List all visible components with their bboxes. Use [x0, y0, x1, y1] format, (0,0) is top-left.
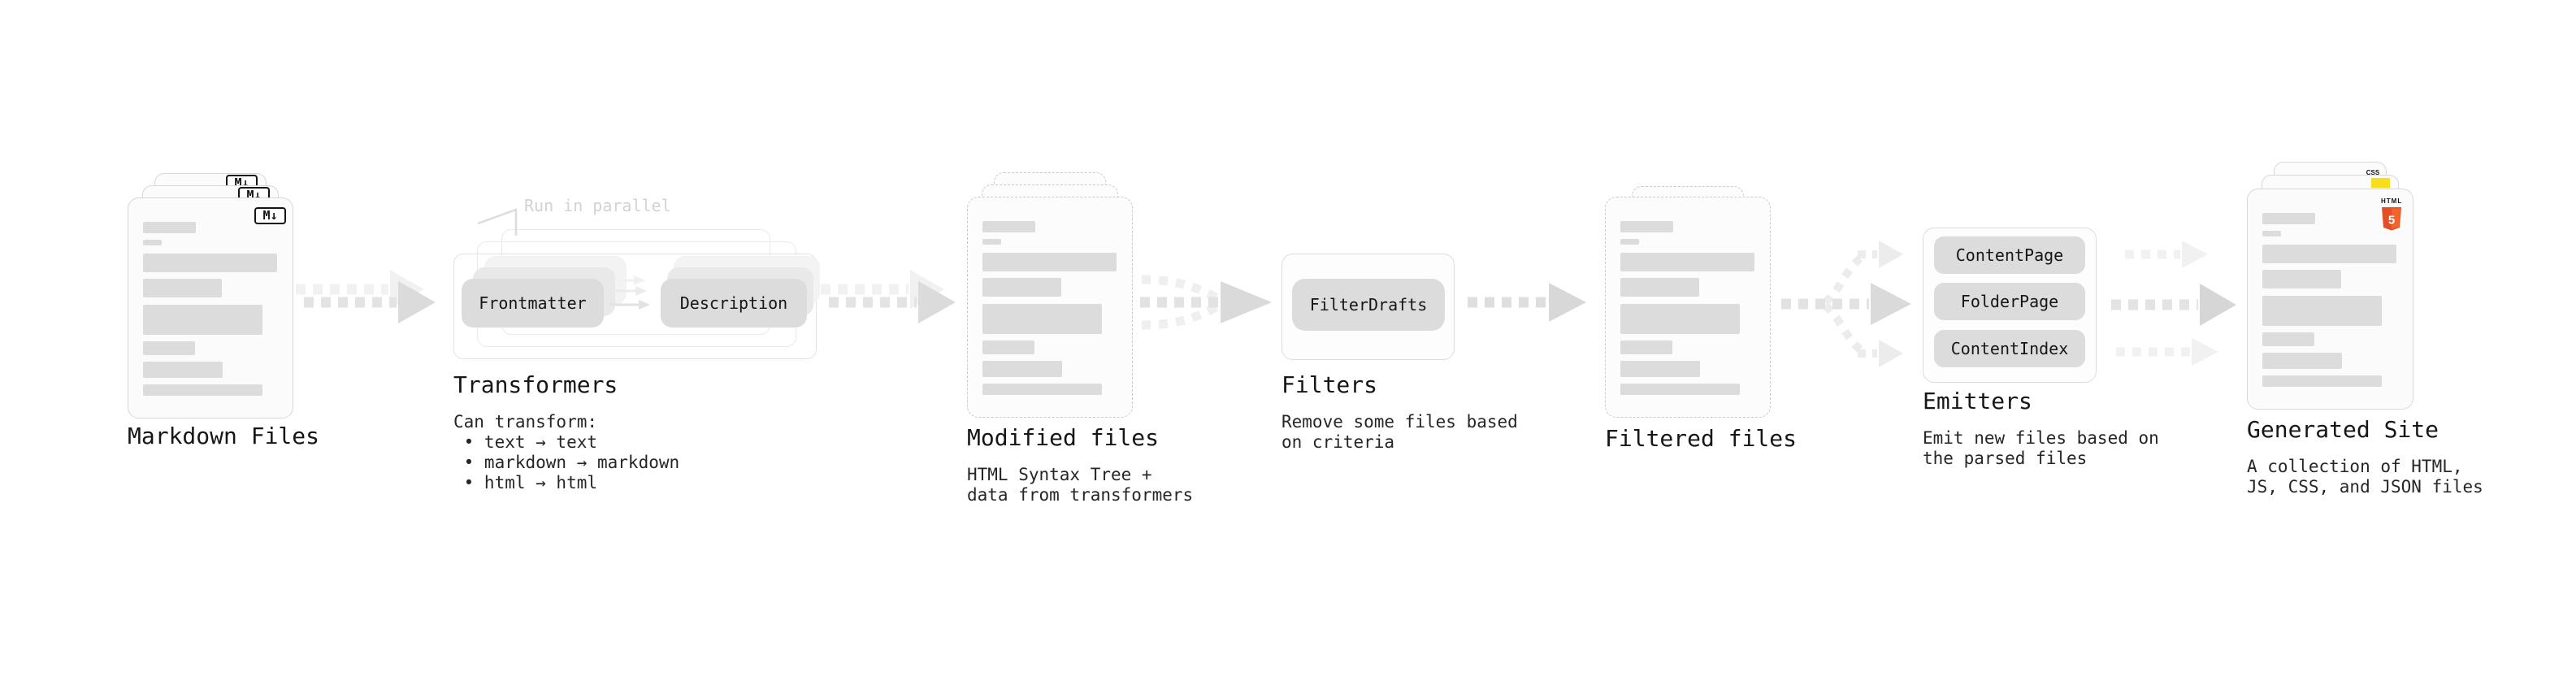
filtered-file-card [1605, 197, 1771, 418]
transformers-frame-front [453, 254, 817, 359]
skeleton-line [1620, 340, 1672, 354]
arrows-emitters-to-generated [2111, 241, 2236, 366]
skeleton-line [982, 340, 1034, 354]
skeleton-line [982, 221, 1035, 232]
skeleton-line [143, 362, 223, 378]
skeleton-line [1620, 361, 1700, 377]
arrow-transformers-to-modified [821, 270, 956, 323]
emitters-description: Emit new files based on the parsed files [1923, 428, 2159, 468]
filterdrafts-button: FilterDrafts [1292, 279, 1445, 331]
skeleton-line [143, 222, 196, 233]
arrow-filters-to-filtered [1468, 283, 1586, 322]
skeleton-line [143, 240, 162, 245]
transformers-description: Can transform: • text → text • markdown … [453, 412, 680, 492]
parallel-arrows-icon [609, 275, 650, 310]
description-button: Description [661, 279, 807, 327]
skeleton-line [2262, 245, 2396, 263]
modified-files-stack [967, 172, 1133, 418]
markdown-icon: M↓ [254, 207, 286, 224]
filters-description: Remove some files based on criteria [1281, 412, 1518, 452]
skeleton-line [143, 254, 277, 272]
skeleton-line [2262, 270, 2341, 288]
skeleton-line [2262, 353, 2342, 369]
generated-site-stack: CSS HTML 5 [2247, 162, 2413, 410]
generated-site-title: Generated Site [2247, 416, 2439, 443]
skeleton-line [982, 361, 1062, 377]
filtered-files-stack [1605, 186, 1771, 418]
contentpage-button: ContentPage [1934, 236, 2085, 274]
skeleton-line [143, 384, 262, 396]
modified-files-title: Modified files [967, 424, 1160, 451]
skeleton-line [143, 305, 262, 335]
skeleton-line [2262, 332, 2314, 346]
transformers-title: Transformers [453, 371, 618, 398]
skeleton-line [2262, 375, 2382, 387]
html5-icon: HTML 5 [2381, 193, 2402, 231]
skeleton-line [1620, 221, 1673, 232]
filters-title: Filters [1281, 371, 1378, 398]
skeleton-line [143, 279, 222, 297]
frontmatter-button: Frontmatter [462, 279, 604, 327]
js-icon [2371, 178, 2390, 188]
markdown-file-card: M↓ [128, 197, 293, 419]
skeleton-line [982, 278, 1061, 297]
skeleton-line [1620, 239, 1639, 245]
skeleton-line [982, 253, 1117, 271]
arrow-markdown-to-transformers [296, 270, 436, 323]
generated-file-card-html: HTML 5 [2247, 189, 2413, 410]
skeleton-line [982, 239, 1001, 245]
markdown-files-stack: M↓ M↓ M↓ [128, 173, 293, 419]
run-in-parallel-label: Run in parallel [524, 196, 671, 215]
generated-site-description: A collection of HTML, JS, CSS, and JSON … [2247, 457, 2483, 497]
emitters-title: Emitters [1923, 388, 2032, 414]
svg-text:5: 5 [2388, 214, 2395, 228]
contentindex-button: ContentIndex [1934, 330, 2085, 367]
arrow-filtered-to-emitters-split [1781, 241, 1911, 367]
filtered-files-title: Filtered files [1605, 425, 1798, 452]
skeleton-line [2262, 213, 2315, 224]
modified-files-description: HTML Syntax Tree + data from transformer… [967, 465, 1194, 505]
markdown-files-label: Markdown Files [128, 423, 320, 449]
callout-leader-line [477, 208, 518, 236]
skeleton-line [143, 341, 195, 355]
skeleton-line [1620, 384, 1740, 395]
skeleton-line [982, 304, 1102, 334]
skeleton-line [2262, 296, 2382, 326]
skeleton-line [1620, 304, 1740, 334]
skeleton-line [1620, 253, 1754, 271]
skeleton-line [2262, 231, 2281, 236]
skeleton-line [1620, 278, 1699, 297]
folderpage-button: FolderPage [1934, 283, 2085, 320]
modified-file-card [967, 197, 1133, 418]
skeleton-line [982, 384, 1102, 395]
arrow-modified-to-filters-merge [1140, 275, 1272, 330]
